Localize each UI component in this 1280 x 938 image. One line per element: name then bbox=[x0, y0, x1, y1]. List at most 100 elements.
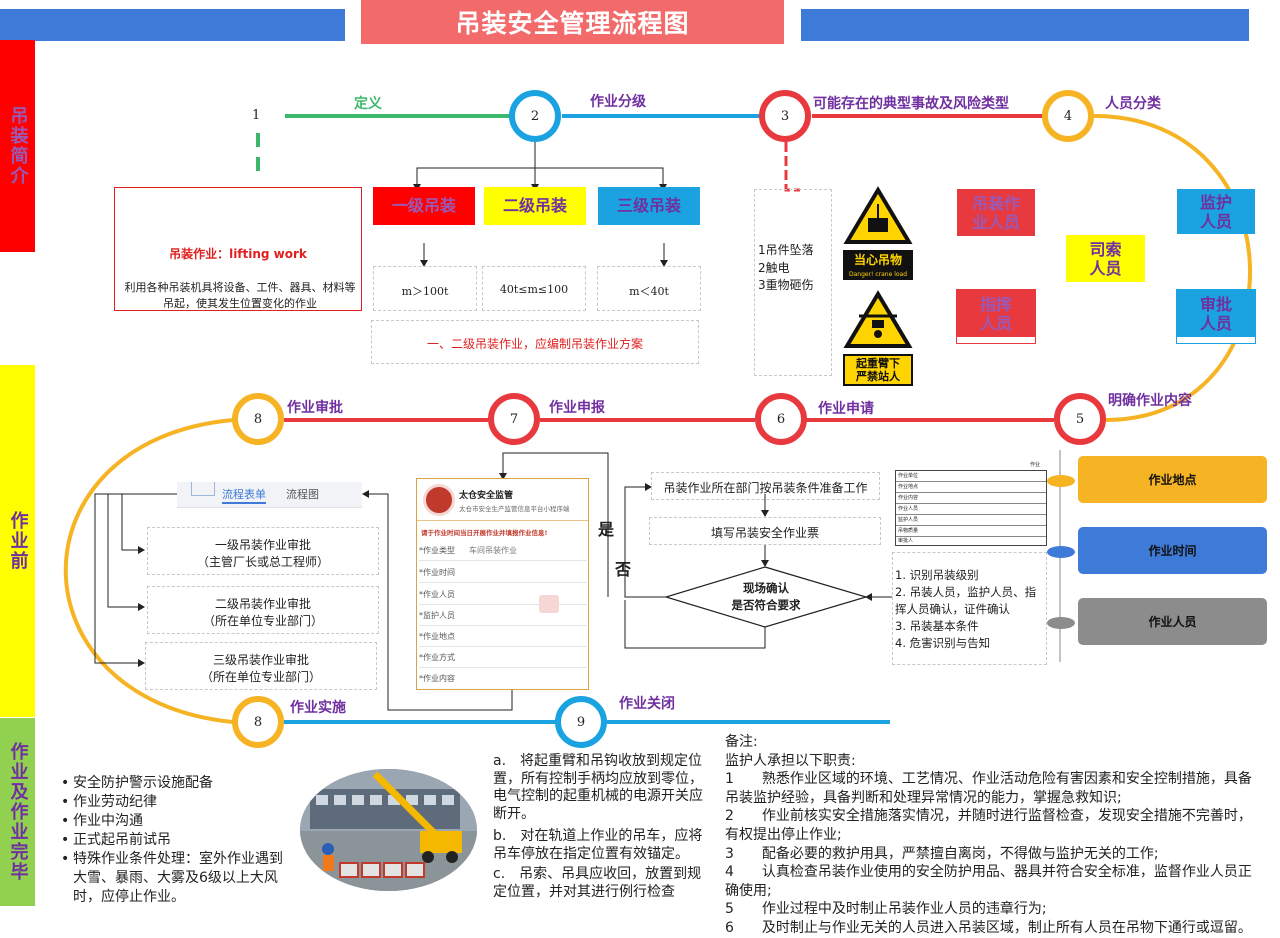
node-3: 3 bbox=[759, 90, 811, 142]
tag-dot-location bbox=[1047, 475, 1075, 487]
risk-1: 1吊件坠落 bbox=[758, 243, 814, 257]
implementation-item: 作业中沟通 bbox=[61, 812, 293, 831]
ticket-row: 审批人 bbox=[898, 538, 914, 544]
level-3-rule: m＜40t bbox=[629, 285, 669, 298]
stage-label-closing: 作业关闭 bbox=[619, 696, 675, 712]
approval-item-1 bbox=[147, 527, 379, 575]
role-commander: 指挥人员 bbox=[956, 289, 1036, 344]
stage-label-content: 明确作业内容 bbox=[1108, 393, 1192, 409]
node-2: 2 bbox=[509, 90, 561, 142]
level-2-rule-box bbox=[482, 266, 586, 311]
ticket-row: 作业人员 bbox=[896, 504, 1046, 515]
ticket-row: 吊物质量 bbox=[896, 526, 1046, 537]
approval-tab-icon bbox=[191, 482, 215, 496]
definition-box bbox=[114, 187, 362, 311]
side-label-during: 作业及作业完毕 bbox=[0, 718, 35, 906]
role-rigger: 司索人员 bbox=[1066, 235, 1145, 282]
implementation-item: 作业劳动纪律 bbox=[61, 793, 293, 812]
node-8-implementation: 8 bbox=[232, 696, 284, 748]
level-1-label: 一级吊装 bbox=[373, 187, 475, 225]
app-field-supervisor[interactable]: *监护人员 bbox=[419, 605, 587, 626]
app-field-location[interactable]: *作业地点 bbox=[419, 626, 587, 647]
header-bar-left bbox=[0, 9, 345, 41]
tag-people: 作业人员 bbox=[1078, 598, 1267, 645]
stage-label-definition: 定义 bbox=[354, 96, 382, 112]
notes-block: 备注: 监护人承担以下职责: 1 熟悉作业区域的环境、工艺情况、作业活动危险有害… bbox=[725, 733, 1265, 938]
app-field-workers[interactable]: *作业人员 bbox=[419, 584, 587, 605]
ticket-row: 监护人员 bbox=[896, 515, 1046, 526]
approval-item-2-title: 二级吊装作业审批 bbox=[214, 597, 311, 611]
implementation-item: 安全防护警示设施配备 bbox=[61, 774, 293, 793]
approval-tab-flow[interactable]: 流程图 bbox=[286, 488, 319, 501]
level-1-rule: m＞100t bbox=[401, 285, 449, 298]
check-1: 1. 识别吊装级别 bbox=[895, 568, 979, 582]
approval-tab-form[interactable]: 流程表单 bbox=[222, 486, 266, 504]
stage-label-report: 作业申报 bbox=[549, 400, 605, 416]
app-field-content[interactable]: *作业内容 bbox=[419, 674, 455, 683]
app-logo-icon bbox=[423, 484, 455, 516]
header-bar-right bbox=[801, 9, 1249, 41]
node-9: 9 bbox=[555, 696, 607, 748]
warning-no-standing-icon: 起重臂下严禁站人 bbox=[843, 290, 913, 386]
notes-intro: 监护人承担以下职责: bbox=[725, 752, 856, 769]
role-approver: 审批人员 bbox=[1176, 289, 1256, 344]
stage-label-risks: 可能存在的典型事故及风险类型 bbox=[813, 96, 1009, 112]
flow-step-prepare bbox=[651, 472, 880, 500]
implementation-list: 安全防护警示设施配备 作业劳动纪律 作业中沟通 正式起吊前试吊 特殊作业条件处理… bbox=[61, 774, 293, 907]
node-5: 5 bbox=[1054, 393, 1106, 445]
notes-item: 3 配备必要的救护用具，严禁擅自离岗，不得做与监护无关的工作; bbox=[725, 845, 1159, 862]
side-label-intro: 吊装简介 bbox=[0, 40, 35, 252]
definition-text: 利用各种吊装机具将设备、工件、器具、材料等吊起，使其发生位置变化的作业 bbox=[124, 281, 356, 310]
stage-label-approval: 作业审批 bbox=[287, 400, 343, 416]
level-2-rule: 40t≤m≤100 bbox=[499, 283, 569, 296]
check-3: 3. 吊装基本条件 bbox=[895, 619, 979, 633]
node-6: 6 bbox=[755, 393, 807, 445]
crane-illustration bbox=[300, 769, 477, 891]
page-title: 吊装安全管理流程图 bbox=[361, 0, 784, 44]
stage-label-application: 作业申请 bbox=[818, 401, 874, 417]
tag-dot-people bbox=[1047, 617, 1075, 629]
stage-label-classification: 作业分级 bbox=[590, 94, 646, 110]
notes-item: 1 熟悉作业区域的环境、工艺情况、作业活动危险有害因素和安全控制措施，具备吊装监… bbox=[725, 771, 1252, 806]
app-search-icon[interactable] bbox=[539, 595, 559, 613]
approval-item-3-title: 三级吊装作业审批 bbox=[212, 653, 309, 667]
notes-item: 4 认真检查吊装作业使用的安全防护用品、器具并符合安全标准，监督作业人员正确使用… bbox=[725, 864, 1252, 899]
approval-item-3 bbox=[145, 642, 377, 690]
closing-step-a: a. 将起重臂和吊钩收放到规定位置，所有控制手柄均应放到零位，电气控制的起重机械… bbox=[493, 753, 703, 822]
flow-decision-text: 现场确认 是否符合要求 bbox=[731, 581, 801, 612]
app-name: 太仓安全监管 bbox=[459, 491, 514, 501]
warning-hanging-load-text: 当心吊物 bbox=[843, 250, 913, 270]
role-supervisor: 监护人员 bbox=[1177, 189, 1255, 234]
implementation-item: 特殊作业条件处理：室外作业遇到大雪、暴雨、大雾及6级以上大风时，应停止作业。 bbox=[61, 850, 293, 907]
flow-step-ticket-text: 填写吊装安全作业票 bbox=[710, 526, 819, 540]
stage-label-personnel: 人员分类 bbox=[1105, 96, 1161, 112]
approval-item-1-sub: （主管厂长或总工程师） bbox=[196, 555, 329, 569]
level-1-rule-box bbox=[373, 266, 477, 311]
notes-title: 备注: bbox=[725, 734, 758, 750]
node-7: 7 bbox=[488, 393, 540, 445]
app-field-time[interactable]: *作业时间 bbox=[419, 562, 587, 583]
level-3-label: 三级吊装 bbox=[598, 187, 700, 225]
level-note: 一、二级吊装作业，应编制吊装作业方案 bbox=[426, 337, 643, 351]
warning-hanging-load-sub: Danger! crane load bbox=[843, 270, 913, 280]
flow-step-ticket bbox=[649, 517, 881, 545]
app-field-method[interactable]: *作业方式 bbox=[419, 647, 587, 668]
check-box bbox=[892, 552, 1047, 665]
app-field-type-value: 车间吊装作业 bbox=[469, 546, 517, 555]
ticket-row: 作业内容 bbox=[896, 493, 1046, 504]
work-ticket-header: 作业 bbox=[1029, 462, 1040, 468]
closing-step-b: b. 对在轨道上作业的吊车，应将吊车停放在指定位置有效锚定。 bbox=[493, 828, 703, 862]
warning-no-standing-text: 起重臂下严禁站人 bbox=[843, 354, 913, 386]
notes-item: 5 作业过程中及时制止吊装作业人员的违章行为; bbox=[725, 901, 1047, 918]
app-header: 太仓安全监管 太仓市安全生产监管信息平台小程序端 bbox=[417, 479, 588, 521]
notes-item: 2 作业前核实安全措施落实情况，并随时进行监督检查，发现安全措施不完善时，有权提… bbox=[725, 808, 1252, 843]
definition-title: 吊装作业：lifting work bbox=[169, 247, 307, 261]
risk-2: 2触电 bbox=[758, 261, 790, 275]
app-field-type[interactable]: *作业类型车间吊装作业 bbox=[419, 540, 587, 561]
risk-3: 3重物砸伤 bbox=[758, 278, 814, 292]
approval-item-1-title: 一级吊装作业审批 bbox=[214, 538, 311, 552]
flow-step-prepare-text: 吊装作业所在部门按吊装条件准备工作 bbox=[663, 481, 868, 495]
ticket-row: 作业地点 bbox=[896, 482, 1046, 493]
node-1: 1 bbox=[252, 108, 261, 123]
